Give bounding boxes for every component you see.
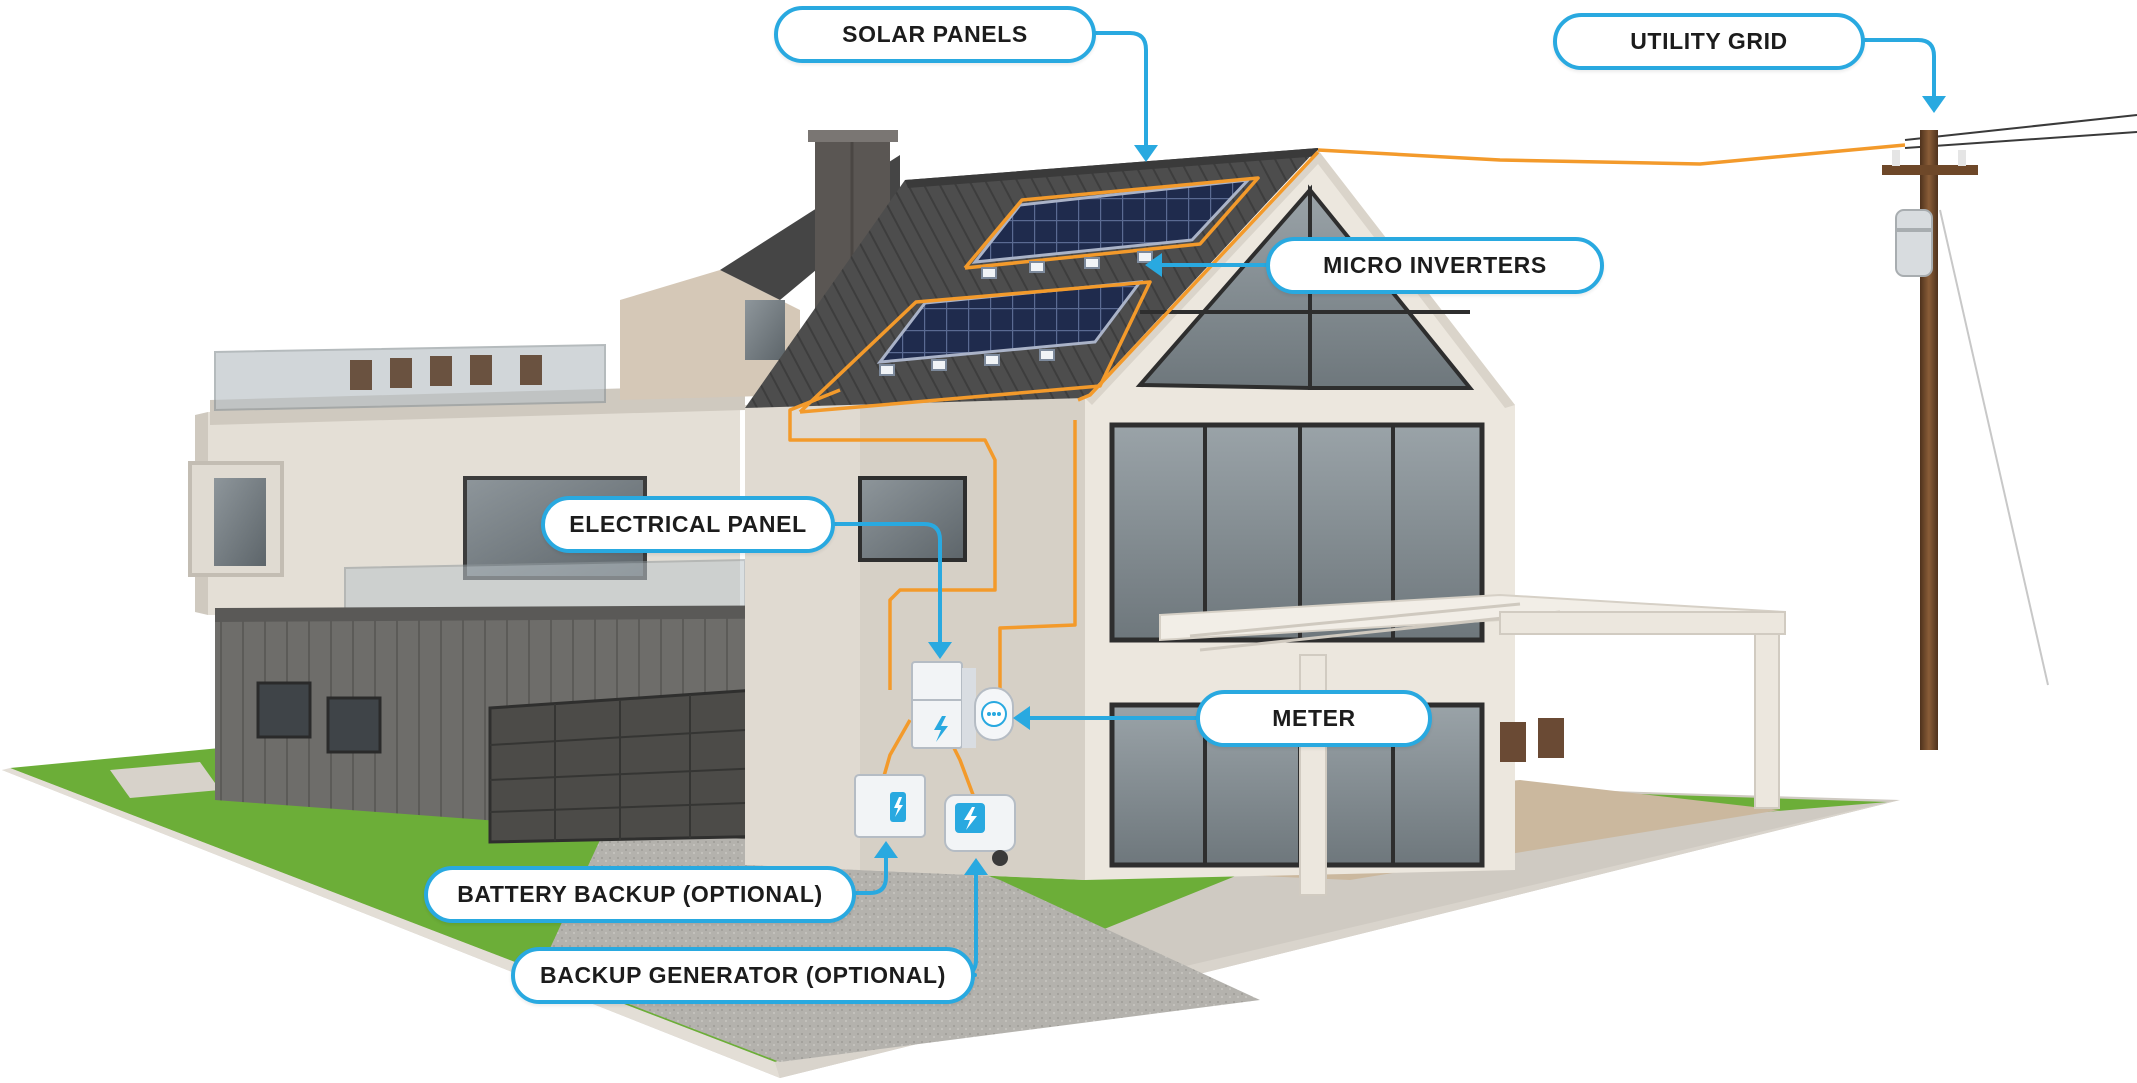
electrical-panel-box [911,661,963,749]
pergola [1159,593,1786,896]
generator-unit [944,794,1016,866]
callout-micro-inverters: MICRO INVERTERS [1266,237,1604,294]
callout-label: UTILITY GRID [1630,28,1788,54]
arrowhead-inverters [1145,253,1162,277]
utility-pole [1882,114,2137,750]
left-window [214,478,266,566]
callout-label: BACKUP GENERATOR (OPTIONAL) [540,962,946,988]
micro-inverter [1039,349,1055,361]
callout-solar-panels: SOLAR PANELS [774,6,1096,63]
wire-roof-edge [1077,150,1320,402]
arrowhead-generator [964,858,988,875]
garage-block-top [215,605,865,622]
garage-small-window-1 [256,681,312,739]
side-window [858,476,967,562]
wire-grid-to-roof [1317,143,1906,166]
callout-label: ELECTRICAL PANEL [569,511,807,537]
arrow-utility-grid [1863,38,1936,102]
arrowhead-solar [1134,145,1158,162]
micro-inverters [879,251,1153,376]
meter-unit [974,687,1014,741]
callout-arrows [833,31,1936,977]
arrowheads [874,96,1946,875]
micro-inverter [1084,257,1100,269]
callout-utility-grid: UTILITY GRID [1553,13,1865,70]
callout-electrical-panel: ELECTRICAL PANEL [541,496,835,553]
wire-bottom-array-loop [798,280,1152,414]
left-wing [188,343,865,848]
micro-inverter [1137,251,1153,263]
micro-inverter [931,359,947,371]
guy-wire [1939,209,2049,686]
arrowhead-grid [1922,96,1946,113]
micro-inverter [984,354,1000,366]
electrical-panel-unit [911,661,976,749]
pergola-post-2 [1754,627,1780,809]
garden-path [110,762,220,798]
callout-label: MICRO INVERTERS [1323,252,1547,278]
wire-top-array-loop [963,176,1260,270]
micro-inverter [879,364,895,376]
pergola-beam [1499,611,1786,635]
callout-meter: METER [1196,690,1432,747]
arrow-solar-panels [1094,31,1148,150]
chimney-cap [808,130,898,142]
arrowhead-panel [928,642,952,659]
battery-unit [854,774,926,838]
transformer-band [1896,228,1932,232]
generator-wheel [992,850,1008,866]
arrowhead-battery [874,841,898,858]
system-wiring [788,143,1906,801]
insulator-1 [1892,150,1900,166]
micro-inverter [981,267,997,279]
garage-small-window-2 [326,696,382,754]
wire-down-right [998,420,1077,700]
insulator-2 [1958,150,1966,166]
lightning-icon [934,716,948,742]
cross-arm [1882,165,1978,175]
power-line-1 [1904,114,2137,141]
rooftop-chairs [350,355,542,390]
power-line-2 [1904,131,2137,149]
callout-battery-backup: BATTERY BACKUP (OPTIONAL) [424,866,856,923]
wire-down-left [788,388,997,690]
callout-label: BATTERY BACKUP (OPTIONAL) [457,881,823,907]
arrowhead-meter [1013,706,1030,730]
callout-label: METER [1272,705,1356,731]
roof-ridge [905,148,1320,188]
patio-chairs [1500,718,1564,762]
micro-inverter [1029,261,1045,273]
callout-backup-generator: BACKUP GENERATOR (OPTIONAL) [511,947,975,1004]
arrow-electrical-panel [833,522,942,647]
generator-lightning-icon [964,807,977,830]
back-window [745,300,785,360]
transformer [1895,209,1933,277]
electrical-panel-side [962,668,976,748]
callout-label: SOLAR PANELS [842,21,1028,47]
arrow-battery [854,853,888,895]
pole-shaft [1920,130,1938,750]
